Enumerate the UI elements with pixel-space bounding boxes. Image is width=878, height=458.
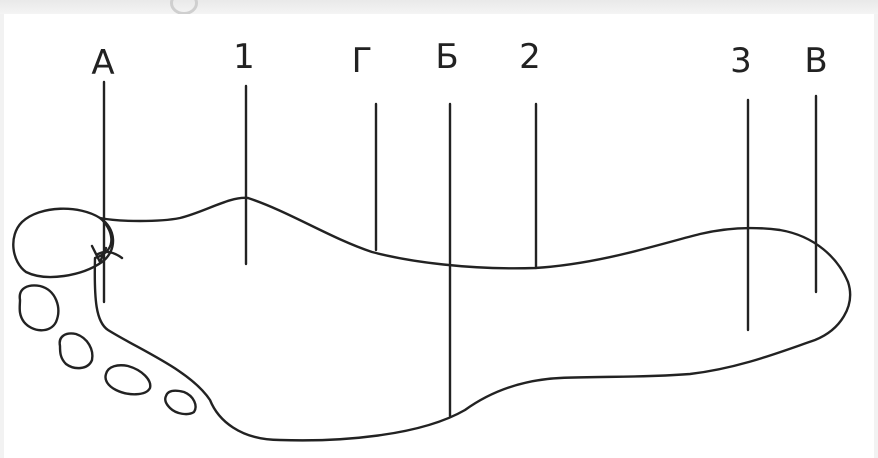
label-v: В	[804, 41, 828, 81]
label-1: 1	[233, 37, 255, 77]
foot-outline	[93, 196, 852, 442]
label-3: 3	[730, 41, 752, 81]
toe-3	[58, 332, 94, 370]
label-a: А	[91, 43, 115, 83]
toe-mark-2	[96, 250, 124, 260]
partial-glyph	[170, 0, 198, 15]
label-b: Б	[435, 37, 459, 77]
label-2: 2	[519, 37, 541, 77]
toe-4	[104, 364, 152, 396]
toe-2	[18, 284, 60, 332]
top-band	[0, 0, 878, 15]
toe-5	[164, 389, 197, 416]
label-g: Г	[351, 41, 373, 81]
big-toe	[12, 207, 115, 279]
